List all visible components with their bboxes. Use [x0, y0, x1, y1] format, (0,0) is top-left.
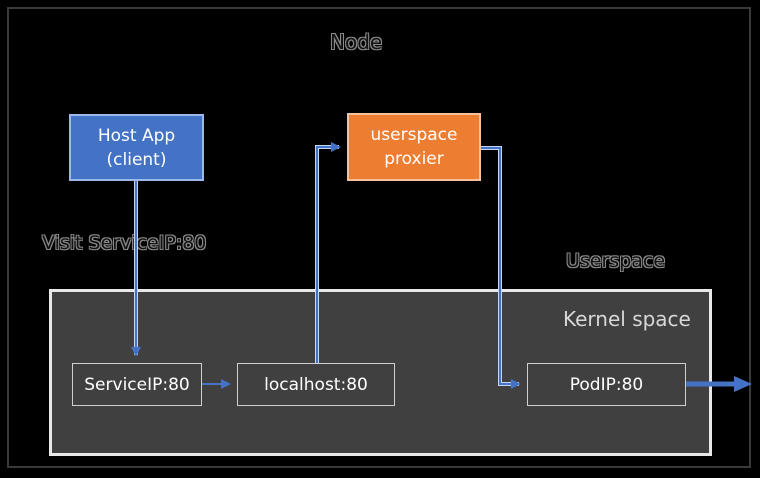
- arrow-proxier-to-podip-core: [481, 147, 521, 389]
- node-title: Node: [330, 30, 383, 54]
- localhost-label: localhost:80: [264, 374, 368, 395]
- kernel-space-label: Kernel space: [563, 307, 691, 331]
- podip-label: PodIP:80: [569, 374, 644, 395]
- kernel-space-panel: [49, 289, 712, 456]
- localhost-box: localhost:80: [237, 363, 395, 406]
- host-app-label: Host App: [97, 125, 176, 146]
- arrow-localhost-to-proxier: [315, 145, 339, 363]
- serviceip-label: ServiceIP:80: [84, 374, 190, 395]
- arrow-podip-out-head: [734, 376, 752, 392]
- proxier-label-line1: userspace: [370, 125, 458, 145]
- podip-box: PodIP:80: [527, 363, 686, 406]
- serviceip-box: ServiceIP:80: [72, 363, 202, 406]
- host-app-sublabel: (client): [106, 149, 167, 170]
- proxier-label-line2: proxier: [384, 149, 444, 169]
- visit-serviceip-label: Visit ServiceIP:80: [42, 232, 207, 254]
- arrow-localhost-to-proxier-core: [316, 142, 341, 363]
- host-app-box: Host App (client): [69, 114, 204, 181]
- userspace-proxier-box: userspace proxier: [347, 113, 481, 181]
- userspace-label: Userspace: [566, 250, 666, 272]
- node-frame: [7, 7, 751, 468]
